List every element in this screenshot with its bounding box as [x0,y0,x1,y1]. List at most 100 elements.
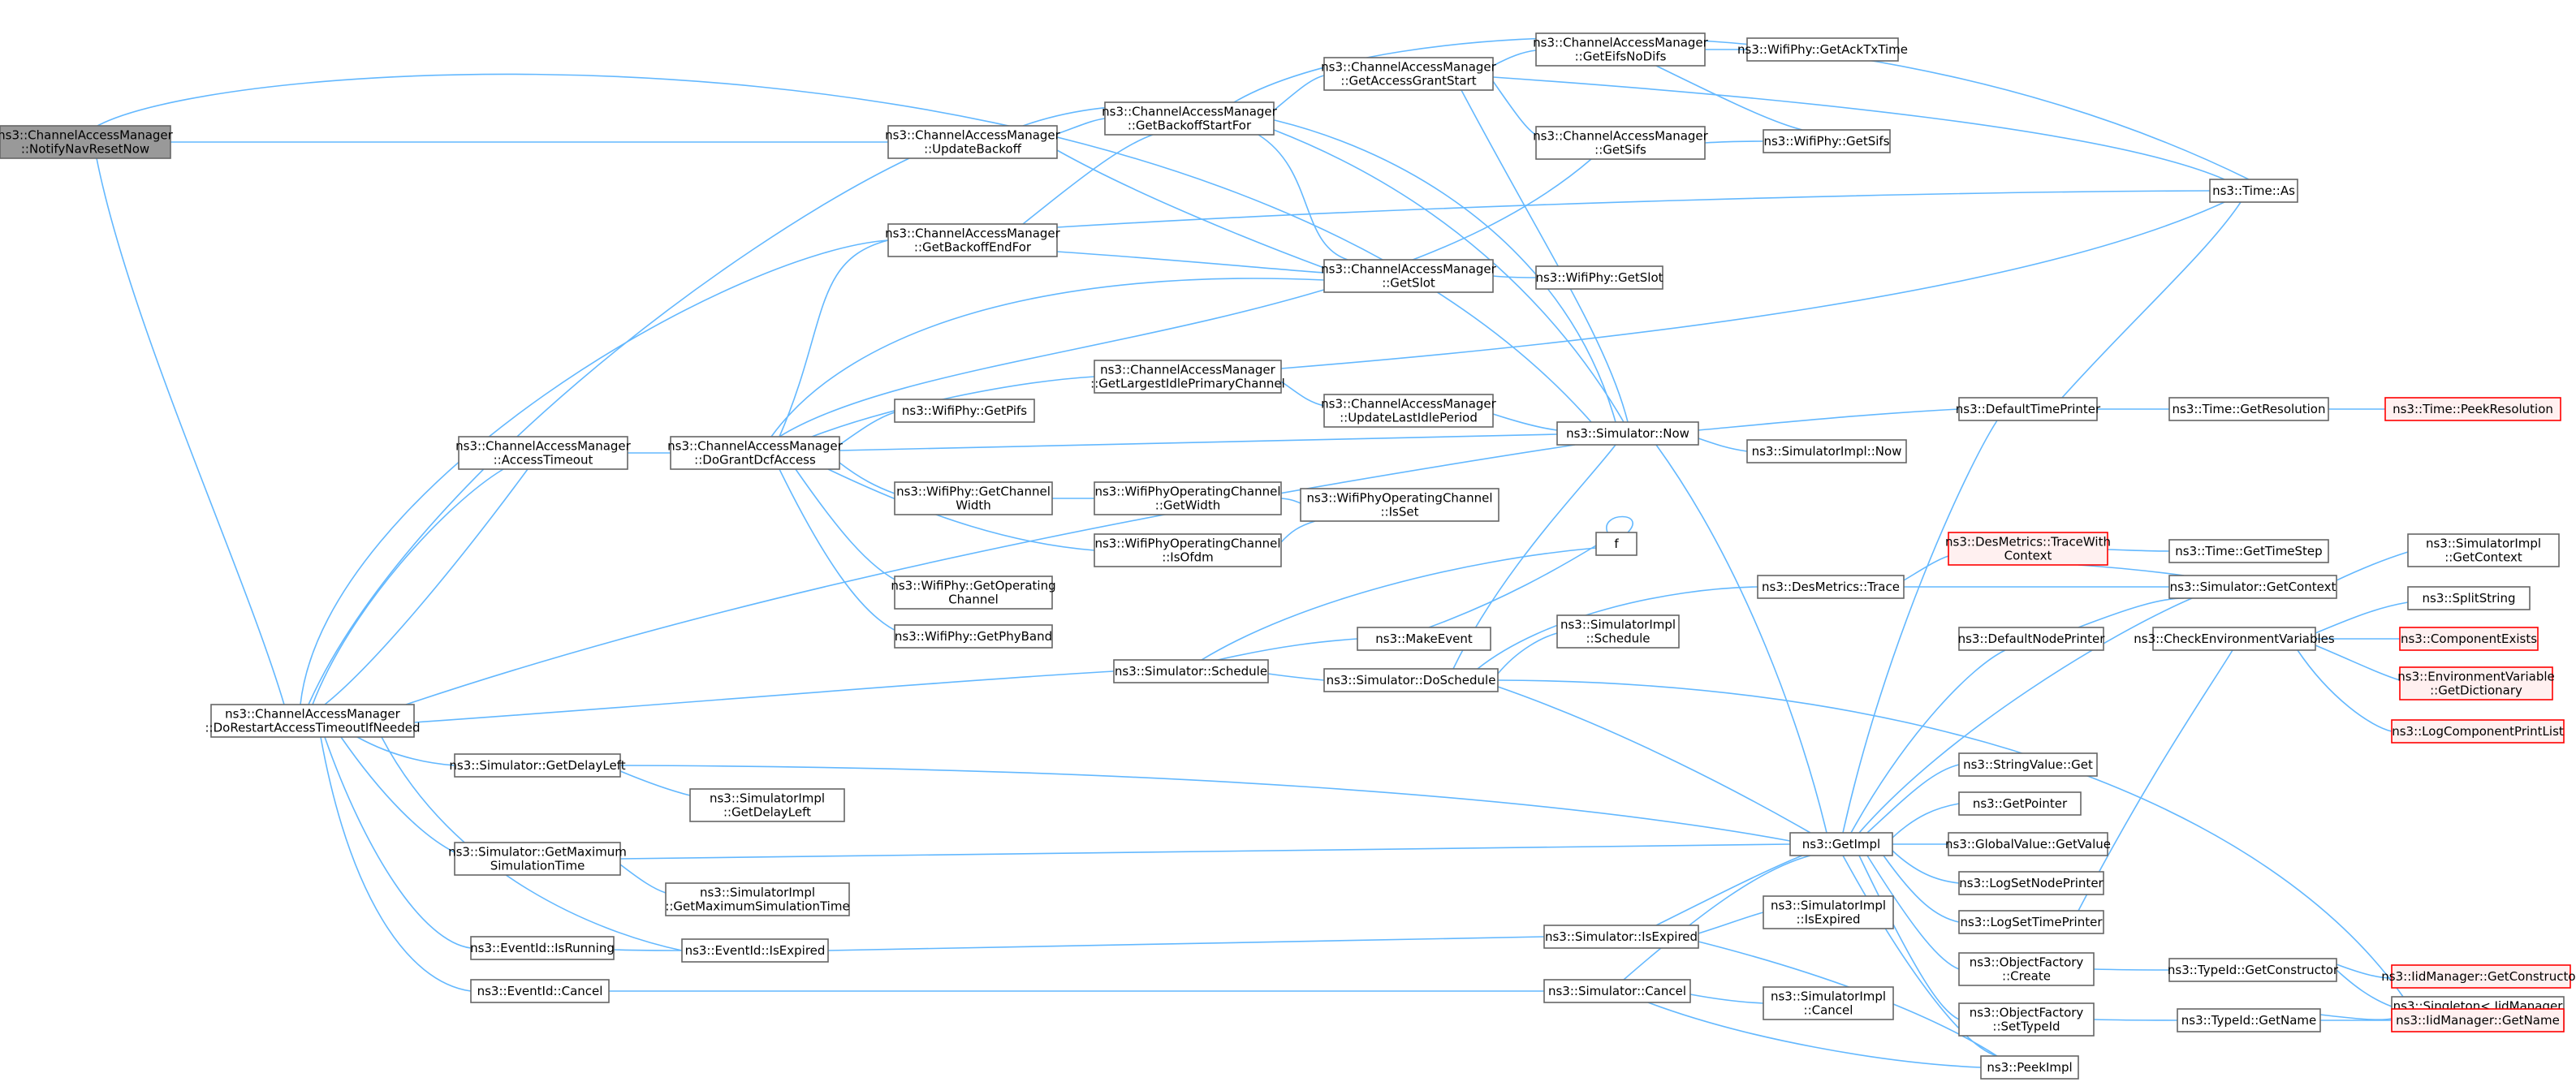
node-typeIdGetName[interactable]: ns3::TypeId::GetName [2177,1008,2321,1032]
edge-checkEnv-to-logCompPrintList [2297,649,2393,732]
node-box [1094,533,1282,567]
node-simCancel[interactable]: ns3::Simulator::Cancel [1543,979,1691,1003]
node-root[interactable]: ns3::ChannelAccessManager::NotifyNavRese… [0,125,174,159]
node-box [0,125,171,159]
node-eventIsRunning[interactable]: ns3::EventId::IsRunning [470,936,615,960]
node-doGrantDcf[interactable]: ns3::ChannelAccessManager::DoGrantDcfAcc… [667,436,844,470]
node-label: ns3::EventId::IsExpired [685,943,826,958]
node-simSchedule[interactable]: ns3::Simulator::Schedule [1113,659,1269,683]
node-objFactSetTypeId[interactable]: ns3::ObjectFactory::SetTypeId [1958,1002,2095,1037]
node-getLargestIdle[interactable]: ns3::ChannelAccessManager::GetLargestIdl… [1090,360,1285,394]
node-simDoSchedule[interactable]: ns3::Simulator::DoSchedule [1323,668,1499,692]
node-simImplCancel[interactable]: ns3::SimulatorImpl::Cancel [1763,986,1894,1020]
node-iidGetName[interactable]: ns3::IidManager::GetName [2391,1008,2565,1032]
edge-getBackoffEndFor-to-timeAs [1056,190,2211,228]
node-opChGetWidth[interactable]: ns3::WifiPhyOperatingChannel::GetWidth [1094,481,1282,515]
edge-getSifsCam-to-wifiGetSifs [1704,140,1764,144]
node-label: ns3::ObjectFactory [1970,1006,2084,1020]
node-iidGetConstructor[interactable]: ns3::IidManager::GetConstructor [2381,964,2576,989]
node-logSetNodePrinter[interactable]: ns3::LogSetNodePrinter [1958,871,2104,895]
node-box [1948,532,2108,566]
node-peekImpl[interactable]: ns3::PeekImpl [1980,1055,2079,1080]
node-getSlotCam[interactable]: ns3::ChannelAccessManager::GetSlot [1321,259,1497,293]
node-opChIsOfdm[interactable]: ns3::WifiPhyOperatingChannel::IsOfdm [1094,533,1282,567]
node-getAckTxTime[interactable]: ns3::WifiPhy::GetAckTxTime [1737,37,1908,62]
node-simImplGetMaxSim[interactable]: ns3::SimulatorImpl::GetMaximumSimulation… [665,882,850,916]
node-label: ns3::WifiPhy::GetAckTxTime [1737,42,1908,57]
node-box [1535,126,1706,160]
edge-doRestart-to-simGetMaxSim [340,736,455,853]
node-eventCancel[interactable]: ns3::EventId::Cancel [470,979,610,1003]
node-accessTimeout[interactable]: ns3::ChannelAccessManager::AccessTimeout [455,436,632,470]
node-simImplGetContext[interactable]: ns3::SimulatorImpl::GetContext [2407,533,2560,567]
node-timeGetRes[interactable]: ns3::Time::GetResolution [2168,397,2329,421]
node-getEifsNoDifs[interactable]: ns3::ChannelAccessManager::GetEifsNoDifs [1533,32,1709,67]
node-componentExists[interactable]: ns3::ComponentExists [2399,627,2539,651]
node-simGetMaxSim[interactable]: ns3::Simulator::GetMaximumSimulationTime [448,842,627,876]
node-logSetTimePrinter[interactable]: ns3::LogSetTimePrinter [1958,910,2104,934]
node-label: ns3::Simulator::Schedule [1115,664,1267,679]
node-defaultTimePrinter[interactable]: ns3::DefaultTimePrinter [1956,397,2101,421]
node-simImplGetDelayLeft[interactable]: ns3::SimulatorImpl::GetDelayLeft [689,788,845,822]
node-splitString[interactable]: ns3::SplitString [2407,586,2531,610]
node-box [1535,32,1706,67]
node-getPhyBand[interactable]: ns3::WifiPhy::GetPhyBand [894,624,1053,649]
node-simIsExpired[interactable]: ns3::Simulator::IsExpired [1543,925,1699,949]
edge-getImpl-to-defaultNodePrinter [1850,649,2006,834]
node-getSifsCam[interactable]: ns3::ChannelAccessManager::GetSifs [1533,126,1709,160]
node-desTrace[interactable]: ns3::DesMetrics::Trace [1757,575,1905,599]
node-timePeekRes[interactable]: ns3::Time::PeekResolution [2384,397,2561,421]
node-makeEvent[interactable]: ns3::MakeEvent [1357,627,1491,651]
edge-simDoSchedule-to-getImpl [1497,686,1811,834]
node-getBackoffEndFor[interactable]: ns3::ChannelAccessManager::GetBackoffEnd… [885,223,1061,257]
node-label: ns3::LogSetTimePrinter [1960,915,2103,929]
node-box [2168,575,2337,599]
node-eventIsExpired[interactable]: ns3::EventId::IsExpired [681,938,829,963]
node-wifiGetSifs[interactable]: ns3::WifiPhy::GetSifs [1763,129,1891,153]
edge-doRestart-to-simGetDelayLeft [356,736,455,766]
node-simGetDelayLeft[interactable]: ns3::Simulator::GetDelayLeft [449,753,626,778]
node-updateBackoff[interactable]: ns3::ChannelAccessManager::UpdateBackoff [885,125,1061,159]
node-getBackoffStartFor[interactable]: ns3::ChannelAccessManager::GetBackoffSta… [1102,101,1278,136]
node-envVarDict[interactable]: ns3::EnvironmentVariable::GetDictionary [2397,666,2555,700]
node-label: ns3::StringValue::Get [1963,757,2093,772]
node-simNow[interactable]: ns3::Simulator::Now [1556,421,1699,446]
node-opChIsSet[interactable]: ns3::WifiPhyOperatingChannel::IsSet [1300,488,1499,522]
node-updateLastIdle[interactable]: ns3::ChannelAccessManager::UpdateLastIdl… [1321,394,1497,428]
node-stringValueGet[interactable]: ns3::StringValue::Get [1958,752,2098,777]
node-globalValueGet[interactable]: ns3::GlobalValue::GetValue [1945,832,2111,856]
edge-doRestart-to-eventIsRunning [324,736,472,949]
node-timeGetTimeStep[interactable]: ns3::Time::GetTimeStep [2168,539,2329,563]
node-f[interactable]: f [1595,532,1638,556]
node-objFactCreate[interactable]: ns3::ObjectFactory::Create [1958,952,2095,986]
node-doRestart[interactable]: ns3::ChannelAccessManager::DoRestartAcce… [205,704,421,738]
node-getPointer[interactable]: ns3::GetPointer [1958,791,2082,816]
node-label: ::GetSlot [1382,276,1435,291]
node-wifiGetSlot[interactable]: ns3::WifiPhy::GetSlot [1535,265,1663,290]
node-label: ns3::TypeId::GetName [2181,1013,2316,1028]
node-simImplIsExpired[interactable]: ns3::SimulatorImpl::IsExpired [1763,895,1894,929]
node-getImpl[interactable]: ns3::GetImpl [1789,832,1893,856]
node-simImplSchedule[interactable]: ns3::SimulatorImpl::Schedule [1556,614,1680,649]
node-getAccessGrantStart[interactable]: ns3::ChannelAccessManager::GetAccessGran… [1321,57,1497,91]
node-logCompPrintList[interactable]: ns3::LogComponentPrintList [2391,719,2565,744]
node-box [1323,668,1499,692]
node-timeAs[interactable]: ns3::Time::As [2209,179,2298,203]
node-defaultNodePrinter[interactable]: ns3::DefaultNodePrinter [1958,627,2106,651]
edge-getEifsNoDifs-to-wifiGetSifs [1655,65,1803,131]
node-getPifs[interactable]: ns3::WifiPhy::GetPifs [894,399,1035,423]
node-typeIdGetConstructor[interactable]: ns3::TypeId::GetConstructor [2168,958,2339,982]
node-simImplNow[interactable]: ns3::SimulatorImpl::Now [1746,439,1907,463]
node-label: ::GetEifsNoDifs [1575,50,1667,64]
node-label: ns3::SimulatorImpl [710,791,825,806]
node-checkEnv[interactable]: ns3::CheckEnvironmentVariables [2134,627,2335,651]
edge-simIsExpired-to-simImplIsExpired [1698,912,1764,934]
edge-f-to-f [1606,515,1633,533]
node-box [1958,627,2104,651]
node-simGetContext[interactable]: ns3::Simulator::GetContext [2168,575,2337,599]
node-label: ns3::Simulator::IsExpired [1545,929,1698,944]
